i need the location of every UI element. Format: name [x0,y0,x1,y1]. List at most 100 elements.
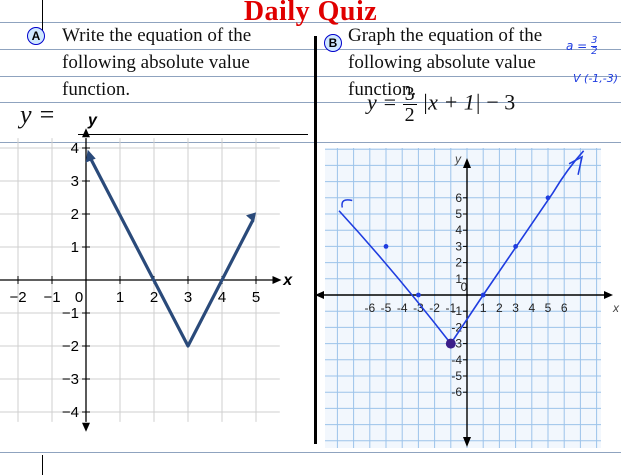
x-tick-label: −1 [43,289,60,306]
x-tick-label: 5 [252,289,260,306]
x-tick-label: 1 [116,289,124,306]
function-arrow-right [246,212,256,223]
y-tick-label: −4 [62,404,79,421]
fraction-denominator: 2 [404,104,415,126]
y-axis-arrow-up [82,128,90,138]
y-tick-label: 4 [455,223,462,237]
y-tick-label: 5 [455,207,462,221]
equation-tail: − 3 [486,89,516,115]
x-tick-label: -2 [429,301,440,315]
x-tick-label: -5 [381,301,392,315]
y-tick-label: 1 [71,239,79,256]
x-axis-arrow [272,276,282,284]
y-tick-label: -2 [451,320,462,334]
part-a-prompt-line: function. [62,79,131,100]
vertex-point [445,338,456,349]
x-tick-label: -4 [397,301,408,315]
y-tick-label: −2 [62,338,79,355]
x-axis-label: x [282,272,293,289]
plotted-point [383,244,389,249]
fraction-numerator: 3 [402,83,417,105]
x-tick-label: 6 [561,301,568,315]
part-b-equation: y = 3 2 |x + 1| − 3 [367,84,515,125]
y-tick-label: 2 [71,206,79,223]
x-tick-label: 3 [512,301,519,315]
y-tick-label: 1 [455,272,462,286]
function-graph [89,158,255,348]
plotted-point [416,292,421,298]
equation-lhs: y = [367,89,398,115]
ruled-line [0,76,621,77]
part-a-prompt: Write the equation of the following abso… [62,22,251,103]
y-tick-label: −3 [62,371,79,388]
x-tick-label: 5 [545,301,552,315]
y-tick-label: -5 [451,369,462,383]
handwritten-vertex-note: V (-1,-3) [573,72,619,85]
plotted-point [545,195,551,201]
part-a-badge: A [27,27,45,45]
x-tick-label: 3 [184,289,192,306]
x-axis-label: x [612,301,620,315]
hw-a-den: 2 [591,46,598,57]
part-a-prompt-line: following absolute value [62,52,250,73]
page-title: Daily Quiz [243,0,378,27]
y-tick-label: -1 [451,304,462,318]
part-b-prompt-line: Graph the equation of the [348,25,543,46]
column-divider [314,36,317,444]
x-axis-arrow-left [315,291,324,299]
x-tick-label: -3 [413,301,424,315]
y-tick-label: 4 [71,140,79,157]
x-tick-label: 4 [218,289,226,306]
y-axis-arrow-down [82,422,90,432]
y-tick-label: 6 [455,191,462,205]
part-a-prompt-line: Write the equation of the [62,25,252,46]
ruled-line [0,102,621,103]
sketched-function-curve [338,150,585,345]
y-tick-label: 2 [455,256,462,270]
y-tick-label: -3 [451,337,462,351]
sketched-arrow-left [341,199,353,208]
equation-abs-expr: |x + 1| [422,89,481,115]
y-tick-label: -4 [451,353,462,367]
x-tick-label: −2 [9,289,26,306]
x-tick-label: -6 [364,301,375,315]
handwritten-a-label: a = 3 2 [566,35,598,57]
x-tick-label: 2 [496,301,503,315]
hw-a-num: 3 [591,35,598,47]
answer-label: y = [20,100,56,129]
plotted-point [480,292,486,298]
ruled-line [0,22,621,23]
y-tick-label: −1 [62,305,79,322]
x-tick-label: 0 [461,280,468,294]
y-tick-label: -6 [451,385,462,399]
plotted-point [513,244,518,249]
part-b-prompt-line: function. [348,79,417,100]
sketched-arrow-right [568,155,584,175]
x-tick-label: 2 [150,289,158,306]
y-axis-arrow-down [463,437,471,447]
hw-a-text: a = [566,39,588,53]
ruled-line [0,452,621,453]
ruled-line [0,142,621,143]
x-tick-label: 0 [75,289,83,306]
part-b-badge: B [324,34,342,52]
x-axis-arrow-right [604,291,613,299]
y-tick-label: 3 [455,239,462,253]
y-axis-label: y [454,152,462,166]
ruled-line [0,49,621,50]
x-tick-label: -1 [445,301,456,315]
answer-blank[interactable] [78,134,308,135]
y-axis-label: y [87,112,98,129]
graph-paper [325,148,601,448]
function-arrow-left [85,149,96,163]
part-b-prompt-line: following absolute value [348,52,536,73]
y-tick-label: 3 [71,173,79,190]
part-b-prompt: Graph the equation of the following abso… [348,22,542,103]
margin-line [42,0,43,36]
y-axis-arrow-up [463,158,471,168]
x-tick-label: 4 [528,301,535,315]
margin-line [42,455,43,475]
x-tick-label: 1 [480,301,487,315]
